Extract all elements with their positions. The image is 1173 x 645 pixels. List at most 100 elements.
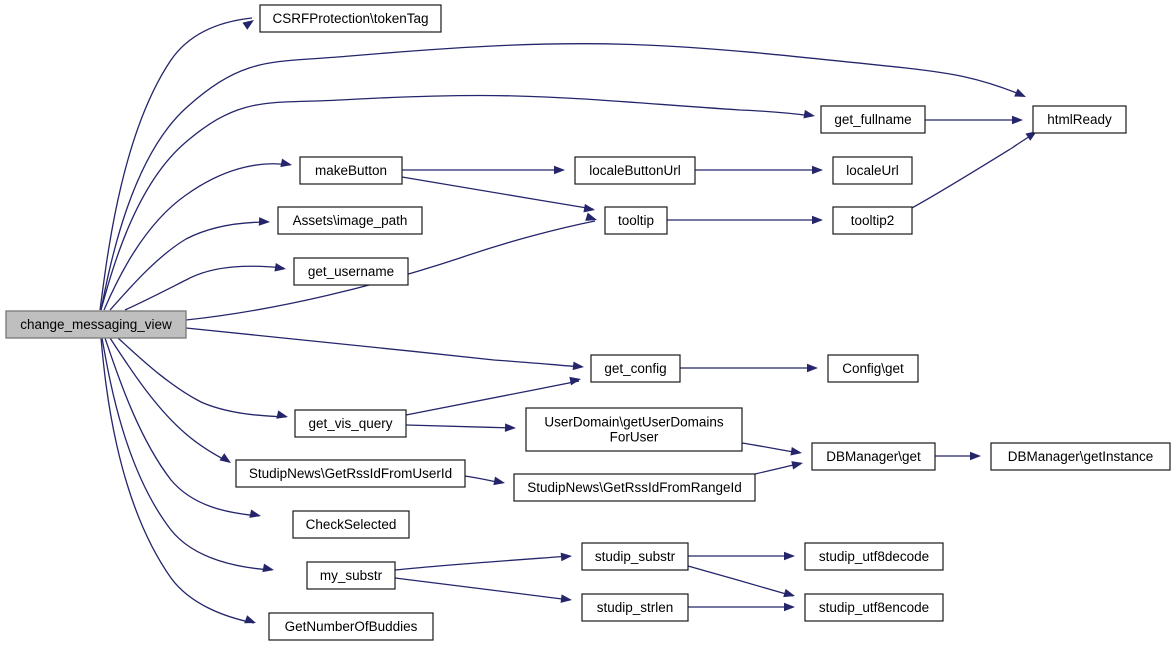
node-box[interactable] — [277, 206, 423, 235]
arrowhead — [493, 476, 505, 486]
node-csrf_tokentag[interactable]: CSRFProtection\tokenTag — [259, 4, 442, 33]
arrowhead — [803, 109, 815, 119]
edge-get_vis_query-to-get_config — [405, 380, 580, 416]
node-my_substr[interactable]: my_substr — [306, 561, 396, 590]
node-box[interactable] — [235, 459, 466, 488]
node-box[interactable] — [292, 510, 410, 539]
edge-my_substr-to-studip_strlen — [394, 577, 571, 601]
arrowhead — [784, 551, 795, 561]
arrowhead — [569, 376, 581, 386]
node-get_username[interactable]: get_username — [293, 257, 409, 286]
edge-change_messaging_view-to-get_fullname — [100, 94, 813, 311]
node-box[interactable] — [259, 4, 442, 33]
arrowhead — [258, 217, 270, 226]
node-box[interactable] — [581, 542, 689, 571]
edge-change_messaging_view-to-csrf_tokentag — [99, 17, 253, 311]
node-box[interactable] — [293, 257, 409, 286]
node-studipnews_getrssidfromrangeid[interactable]: StudipNews\GetRssIdFromRangeId — [513, 473, 756, 502]
node-box[interactable] — [268, 612, 434, 641]
node-studip_substr[interactable]: studip_substr — [581, 542, 689, 571]
arrowheads-layer — [219, 20, 1037, 624]
arrowhead — [219, 453, 231, 463]
node-box[interactable] — [1032, 105, 1127, 134]
edge-change_messaging_view-to-getnumberofbuddies — [100, 337, 255, 624]
node-checkselected[interactable]: CheckSelected — [292, 510, 410, 539]
arrowhead — [262, 563, 274, 573]
node-change_messaging_view[interactable]: change_messaging_view — [5, 310, 187, 339]
edge-change_messaging_view-to-htmlReady — [100, 43, 1023, 311]
arrowhead — [554, 165, 565, 175]
node-getnumberofbuddies[interactable]: GetNumberOfBuddies — [268, 612, 434, 641]
node-dbmanager_getinstance[interactable]: DBManager\getInstance — [990, 442, 1171, 471]
node-studip_utf8decode[interactable]: studip_utf8decode — [804, 542, 944, 571]
node-box[interactable] — [299, 156, 403, 185]
node-box[interactable] — [294, 409, 407, 438]
node-box[interactable] — [990, 442, 1171, 471]
node-htmlready[interactable]: htmlReady — [1032, 105, 1127, 134]
node-box[interactable] — [306, 561, 396, 590]
node-box[interactable] — [525, 407, 743, 452]
arrowhead — [504, 423, 516, 432]
node-makebutton[interactable]: makeButton — [299, 156, 403, 185]
node-tooltip2[interactable]: tooltip2 — [832, 206, 913, 235]
node-box[interactable] — [832, 206, 913, 235]
arrowhead — [274, 263, 286, 272]
edge-change_messaging_view-to-get_username — [124, 265, 285, 311]
arrowhead — [1012, 115, 1023, 125]
arrowhead — [812, 165, 823, 175]
node-get_vis_query[interactable]: get_vis_query — [294, 409, 407, 438]
arrowhead — [572, 361, 584, 371]
edge-change_messaging_view-to-makebutton — [103, 163, 291, 311]
node-localeurl[interactable]: localeUrl — [832, 156, 913, 185]
arrowhead — [244, 615, 256, 624]
arrowhead — [812, 215, 823, 225]
arrowhead — [807, 363, 818, 373]
node-dbmanager_get[interactable]: DBManager\get — [811, 442, 936, 471]
arrowhead — [583, 203, 595, 213]
arrowhead — [970, 451, 981, 461]
edge-get_vis_query-to-userdomain_getuserdomainsforuser — [405, 424, 515, 429]
node-box[interactable] — [804, 593, 944, 622]
nodes-layer: change_messaging_view CSRFProtection\toke… — [5, 4, 1171, 641]
node-box[interactable] — [827, 354, 919, 383]
edge-makebutton-to-tooltip — [401, 176, 594, 210]
edge-change_messaging_view-to-get_config — [185, 327, 583, 368]
arrowhead — [276, 410, 288, 419]
node-studip_strlen[interactable]: studip_strlen — [581, 593, 689, 622]
node-studipnews_getrssidfromuserid[interactable]: StudipNews\GetRssIdFromUserId — [235, 459, 466, 488]
node-box[interactable] — [804, 542, 944, 571]
node-box[interactable] — [811, 442, 936, 471]
node-box[interactable] — [832, 156, 913, 185]
node-box[interactable] — [574, 156, 696, 185]
arrowhead — [280, 158, 292, 168]
edge-change_messaging_view-to-get_vis_query — [117, 337, 287, 418]
node-get_fullname[interactable]: get_fullname — [820, 105, 926, 134]
node-config_get[interactable]: Config\get — [827, 354, 919, 383]
node-studip_utf8encode[interactable]: studip_utf8encode — [804, 593, 944, 622]
arrowhead — [791, 461, 803, 470]
node-box[interactable] — [5, 310, 187, 339]
arrowhead — [1014, 88, 1026, 97]
edge-studip_substr-to-studip_utf8encode — [687, 565, 794, 597]
node-box[interactable] — [590, 354, 681, 383]
edge-change_messaging_view-to-my_substr — [101, 337, 273, 571]
node-get_config[interactable]: get_config — [590, 354, 681, 383]
arrowhead — [560, 594, 572, 603]
node-box[interactable] — [581, 593, 689, 622]
arrowhead — [790, 447, 802, 456]
node-assets_image_path[interactable]: Assets\image_path — [277, 206, 423, 235]
edge-change_messaging_view-to-tooltip — [185, 220, 596, 321]
edge-change_messaging_view-to-assets_image_path — [109, 221, 269, 311]
arrowhead — [585, 212, 597, 221]
node-box[interactable] — [820, 105, 926, 134]
node-box[interactable] — [604, 206, 668, 235]
arrowhead — [249, 509, 261, 518]
arrowhead — [560, 552, 572, 562]
node-localebuttonurl[interactable]: localeButtonUrl — [574, 156, 696, 185]
node-box[interactable] — [513, 473, 756, 502]
node-tooltip[interactable]: tooltip — [604, 206, 668, 235]
arrowhead — [784, 602, 795, 612]
edge-my_substr-to-studip_substr — [394, 555, 571, 571]
